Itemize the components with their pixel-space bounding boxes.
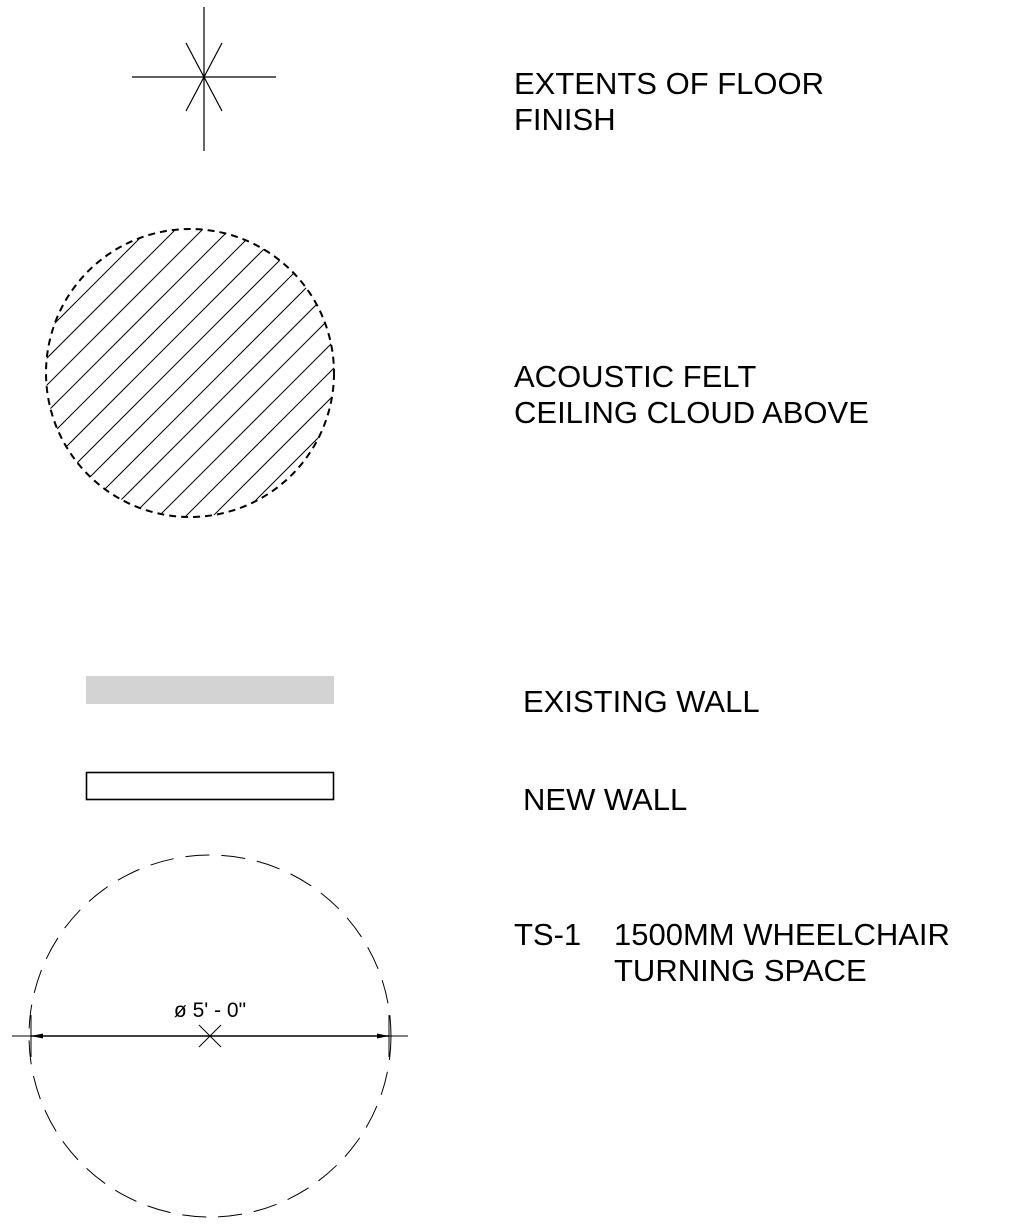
ceiling-cloud-label-line1: ACOUSTIC FELT [514,359,757,394]
dimension-label: ø 5' - 0" [174,999,246,1022]
floor-finish-label-line2: FINISH [514,102,616,137]
hatch-line [46,229,125,517]
hatch-line [46,229,287,517]
turning-space-label-line1: 1500MM WHEELCHAIR [614,917,950,952]
existing-wall-label: EXISTING WALL [523,684,760,719]
hatch-line [46,229,334,517]
hatch-line [128,229,334,517]
hatch-line [46,229,152,517]
hatch-line [155,229,334,517]
hatch-line [46,229,233,517]
hatch-line [46,229,179,517]
floor-finish-label-line1: EXTENTS OF FLOOR [514,66,825,101]
hatch-line [46,229,314,517]
turning-space-tag: TS-1 [514,917,582,952]
hatch-line [46,229,98,517]
hatch-line [101,229,334,517]
hatch-line [47,229,334,517]
existing-wall-swatch [86,676,334,704]
turning-space-label-line2: TURNING SPACE [614,953,867,988]
hatch-line [46,229,206,517]
hatch-line [74,229,334,517]
ceiling-cloud-label-line2: CEILING CLOUD ABOVE [514,395,869,430]
new-wall-swatch [85,771,335,801]
turning-space-icon: ø 5' - 0" [12,854,408,1218]
floor-finish-extents-icon [132,7,276,151]
hatch-line [46,229,334,517]
hatch-line [46,229,260,517]
new-wall-label: NEW WALL [523,782,688,817]
